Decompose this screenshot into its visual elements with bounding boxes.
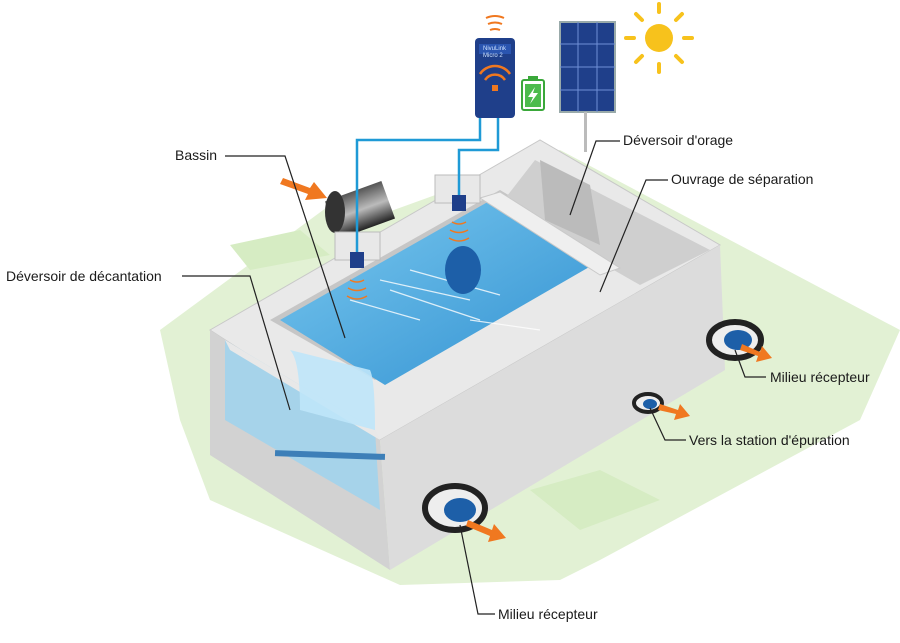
label-milieu-recepteur-bottom: Milieu récepteur xyxy=(498,606,598,622)
device-label-2: Micro 2 xyxy=(483,53,503,59)
antenna-signal-icon xyxy=(485,15,505,31)
leader-lines xyxy=(182,140,766,615)
solar-panel-icon xyxy=(559,21,616,152)
inlet-opening xyxy=(445,246,481,294)
battery-charging-icon xyxy=(521,76,545,111)
label-milieu-recepteur-right: Milieu récepteur xyxy=(770,369,870,385)
ultrasonic-sensor-icon xyxy=(434,174,481,242)
waterfall xyxy=(290,350,375,430)
pool-water xyxy=(280,195,610,385)
label-bassin: Bassin xyxy=(175,147,218,163)
inlet-pipe xyxy=(324,180,396,240)
concrete-basin xyxy=(209,139,725,570)
sun-icon xyxy=(624,2,694,74)
outlet-pipe-bottom xyxy=(422,483,488,533)
label-deversoir-decantation: Déversoir de décantation xyxy=(6,268,162,284)
flow-arrows xyxy=(280,178,772,542)
sensor-cables xyxy=(355,118,500,252)
label-ouvrage-separation: Ouvrage de séparation xyxy=(671,171,814,187)
label-vers-station: Vers la station d'épuration xyxy=(689,432,850,448)
device-label-1: NivuLink xyxy=(483,46,507,52)
transmitter-device: NivuLink Micro 2 xyxy=(475,15,515,118)
wireless-signal-icon xyxy=(478,64,512,81)
decantation-window xyxy=(225,340,380,510)
label-deversoir-orage: Déversoir d'orage xyxy=(623,132,734,148)
outlet-pipe-station xyxy=(632,392,664,414)
